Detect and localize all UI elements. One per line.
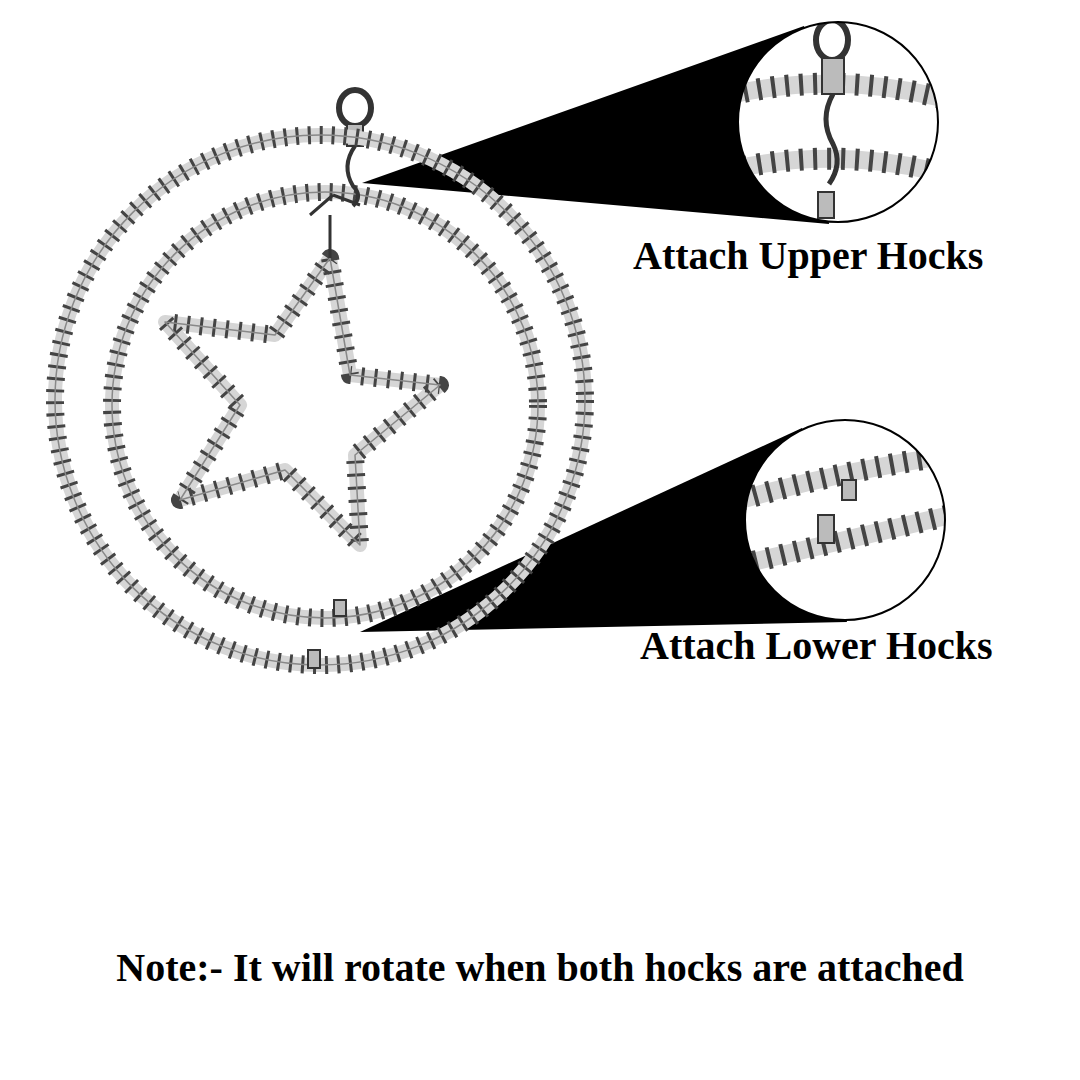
inset-border bbox=[738, 22, 938, 222]
inset-border bbox=[745, 420, 945, 620]
lower-hook bbox=[334, 600, 346, 616]
instruction-label: Attach Upper Hocks bbox=[633, 232, 983, 280]
lower-hook bbox=[308, 650, 320, 668]
star-hanger bbox=[310, 195, 360, 215]
star bbox=[165, 258, 440, 545]
inner-ring bbox=[112, 192, 538, 618]
ring-wire bbox=[55, 135, 585, 665]
ring-edge bbox=[55, 135, 585, 665]
upper-hook bbox=[347, 146, 358, 206]
ring-wire bbox=[112, 192, 538, 618]
inset-upper bbox=[738, 22, 938, 222]
star-edge bbox=[165, 258, 440, 545]
star-hook bbox=[329, 215, 332, 258]
instruction-label: Attach Lower Hocks bbox=[640, 622, 993, 670]
note-text: Note:- It will rotate when both hocks ar… bbox=[116, 944, 963, 992]
star-wire bbox=[165, 258, 440, 545]
ring-edge bbox=[112, 192, 538, 618]
outer-ring bbox=[55, 135, 585, 665]
hanger-loop bbox=[339, 90, 371, 126]
